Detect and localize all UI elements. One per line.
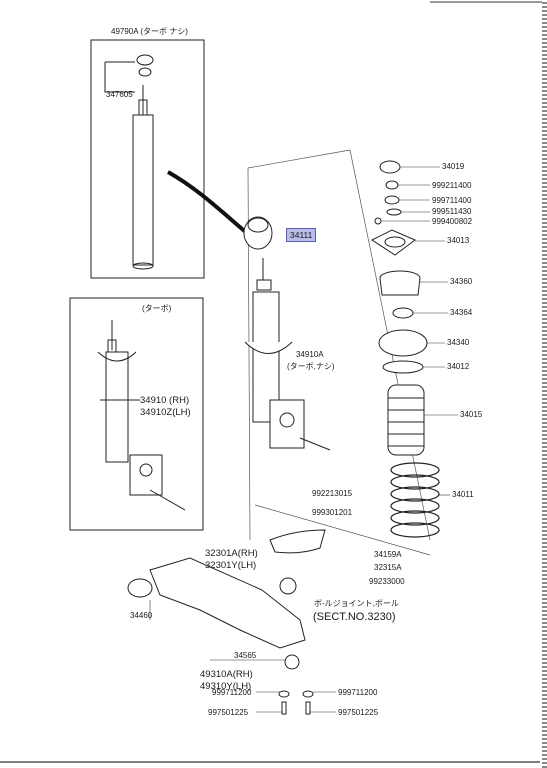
label-34012: 34012 <box>447 362 470 371</box>
label-34565: 34565 <box>234 651 257 660</box>
center-strut <box>243 216 331 451</box>
turbo-strut <box>97 320 186 511</box>
highlight-part[interactable]: 34111 <box>286 228 317 242</box>
insert-box <box>90 39 205 279</box>
label-34360: 34360 <box>450 277 473 286</box>
label-34013: 34013 <box>447 236 470 245</box>
mount-parts <box>370 160 428 456</box>
label-49310y: 49310Y(LH) <box>200 681 252 692</box>
label-999400802: 999400802 <box>432 217 473 226</box>
coil-spring <box>390 462 440 538</box>
label-34910-rh: 34910 (RH) <box>140 395 190 406</box>
label-ball-joint: ボ-ルジョイント,ボール <box>314 599 399 608</box>
label-34910a: 34910A <box>296 350 324 359</box>
label-999211400: 999211400 <box>432 181 472 190</box>
label-997501225-right: 997501225 <box>338 708 379 717</box>
label-347605: 347605 <box>106 90 133 99</box>
strut-insert <box>104 54 154 270</box>
label-34015: 34015 <box>460 410 483 419</box>
label-32315a: 32315A <box>374 563 402 572</box>
page-edge <box>542 0 547 768</box>
turbo-box <box>69 297 204 531</box>
label-999711400: 999711400 <box>432 196 472 205</box>
label-34011: 34011 <box>452 490 474 499</box>
label-999711200-right: 999711200 <box>338 688 378 697</box>
label-34364: 34364 <box>450 308 473 317</box>
label-999301201: 999301201 <box>312 508 353 517</box>
label-34910a-note: (ターボ,ナシ) <box>287 362 335 371</box>
label-32301a: 32301A(RH) <box>205 548 258 559</box>
label-34910z-lh: 34910Z(LH) <box>140 407 191 418</box>
label-999711200-left: 999711200 <box>212 688 252 697</box>
label-turbo-box: (ターボ) <box>142 304 172 313</box>
leader-curve <box>167 170 257 242</box>
leaders-bottom <box>149 600 336 713</box>
label-34019: 34019 <box>442 162 465 171</box>
leaders-right <box>381 166 458 496</box>
label-34159a: 34159A <box>374 550 402 559</box>
label-34340: 34340 <box>447 338 470 347</box>
label-sect: (SECT.NO.3230) <box>313 611 396 623</box>
label-34460: 34460 <box>130 611 153 620</box>
control-arm <box>127 529 326 670</box>
label-32301y: 32301Y(LH) <box>205 560 257 571</box>
label-49790a: 49790A (ターボ ナシ) <box>111 27 188 36</box>
label-992213015: 992213015 <box>312 489 353 498</box>
label-49310a: 49310A(RH) <box>200 669 253 680</box>
bolts <box>278 690 314 715</box>
label-999511430: 999511430 <box>432 207 472 216</box>
label-997501225-left: 997501225 <box>208 708 249 717</box>
label-99233000: 99233000 <box>369 577 405 586</box>
